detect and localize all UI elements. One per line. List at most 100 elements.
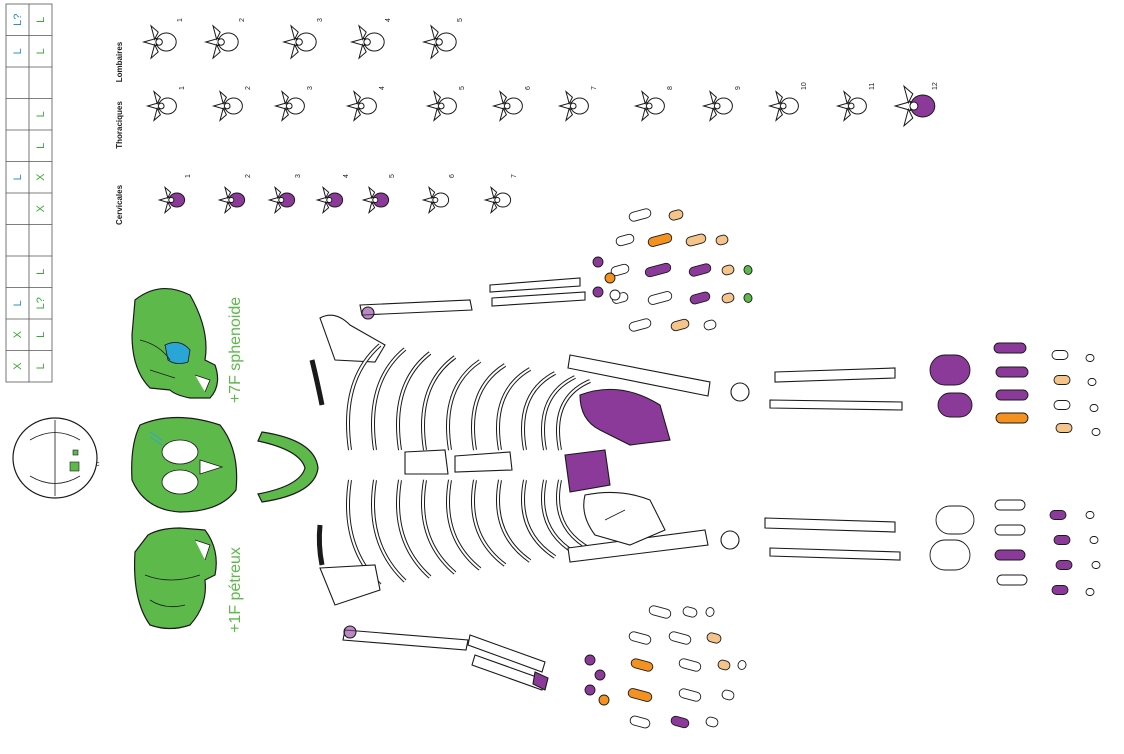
small-bone: [1050, 511, 1066, 520]
small-bone: [1056, 424, 1072, 433]
vertebra: [494, 92, 523, 121]
tooth-cell-label: L: [35, 48, 47, 54]
small-bone: [610, 290, 620, 300]
vertebra-number: 7: [591, 86, 598, 90]
vertebra-number: 2: [245, 86, 252, 90]
small-bone: [721, 689, 735, 701]
patella-right: [731, 383, 749, 401]
small-bone: [628, 631, 652, 645]
small-bone: [1086, 512, 1094, 519]
small-bone: [585, 655, 595, 665]
patella-left: [721, 531, 739, 549]
vertebra: [770, 92, 799, 121]
small-bone: [930, 540, 970, 570]
vertebra-number: 9: [735, 86, 742, 90]
small-bone: [628, 318, 652, 332]
vertebra: [348, 92, 377, 121]
tooth-cell-label: L: [12, 174, 24, 180]
small-bone: [1086, 355, 1094, 362]
small-bone: [615, 233, 635, 246]
cervical-label: Cervicales: [115, 184, 124, 225]
vertebra: [148, 92, 177, 121]
vertebra-number: 5: [389, 174, 396, 178]
vertebra-number: 6: [449, 174, 456, 178]
vertebra-number: 1: [177, 18, 184, 22]
small-bone: [1086, 589, 1094, 596]
humerus-left: [343, 630, 468, 650]
small-bone: [715, 234, 729, 246]
small-bone: [628, 208, 652, 222]
small-bone: [995, 525, 1025, 535]
lumbar-vertebrae-row: [144, 26, 456, 58]
vertebra-number: 2: [245, 174, 252, 178]
skull-lateral-left: [135, 528, 217, 629]
vertebra-number: 4: [379, 86, 386, 90]
vertebra-number: 7: [511, 174, 518, 178]
small-bone: [1054, 536, 1070, 545]
tooth-cell-label: X: [12, 330, 24, 338]
small-bone: [678, 658, 702, 672]
small-bone: [995, 500, 1025, 510]
mandible: [258, 432, 318, 502]
vertebra-number: 3: [307, 86, 314, 90]
skull-lateral-right: [132, 289, 218, 398]
vertebra: [428, 92, 457, 121]
small-bone: [995, 550, 1025, 560]
small-bone: [670, 715, 690, 728]
vertebra-number: 12: [932, 82, 939, 90]
tooth-inventory-grid: [6, 4, 52, 382]
small-bone: [1092, 562, 1100, 569]
vertebra: [214, 92, 243, 121]
vertebra-number: 4: [385, 18, 392, 22]
small-bone: [593, 257, 603, 267]
vertebra: [485, 187, 510, 212]
vertebra: [159, 187, 184, 212]
tooth-cell-label: L?: [35, 297, 47, 309]
skull-note-bottom: +1F pétreux: [227, 547, 244, 633]
small-bone: [743, 265, 753, 276]
vertebra: [206, 26, 238, 58]
ulna-right: [492, 292, 585, 306]
cervical-vertebrae-row: [159, 187, 510, 212]
small-bone: [647, 291, 673, 306]
tooth-cell-label: L: [35, 17, 47, 23]
tooth-cell-label: L: [12, 300, 24, 306]
vertebra: [269, 187, 294, 212]
small-bone: [996, 390, 1028, 400]
small-bone: [1054, 401, 1070, 410]
skull-superior: c: [13, 418, 100, 498]
radius-right: [490, 278, 580, 292]
rib: [523, 480, 555, 557]
humerus-right: [360, 300, 472, 315]
small-bone: [936, 506, 974, 534]
vertebra-number: 3: [317, 18, 324, 22]
small-bone: [599, 695, 609, 705]
foot-right: [930, 343, 1100, 436]
small-bone: [721, 292, 735, 304]
small-bone: [644, 262, 671, 277]
tooth-cell-label: X: [35, 204, 47, 212]
small-bone: [1090, 537, 1098, 544]
small-bone: [627, 688, 653, 703]
small-bone: [688, 263, 712, 277]
small-bone: [1088, 379, 1096, 386]
vertebra: [423, 187, 448, 212]
small-bone: [605, 273, 615, 283]
vertebra-number: 3: [295, 174, 302, 178]
scapula-right: [320, 315, 385, 362]
pelvis-and-lower-limbs: [565, 355, 902, 562]
tooth-cell-label: X: [35, 173, 47, 181]
small-bone: [1056, 561, 1072, 570]
sacrum: [565, 450, 610, 492]
vertebra: [704, 92, 733, 121]
tooth-cell-label: L: [12, 48, 24, 54]
tooth-cell-label: L: [35, 332, 47, 338]
small-bone: [647, 233, 673, 248]
vertebra-number: 11: [869, 83, 876, 90]
small-bone: [996, 367, 1028, 377]
clavicle-left: [319, 525, 322, 565]
small-bone: [629, 715, 651, 729]
ribs-right: [348, 345, 590, 450]
hand-right: [593, 208, 753, 332]
vertebra-number: 1: [179, 86, 186, 90]
